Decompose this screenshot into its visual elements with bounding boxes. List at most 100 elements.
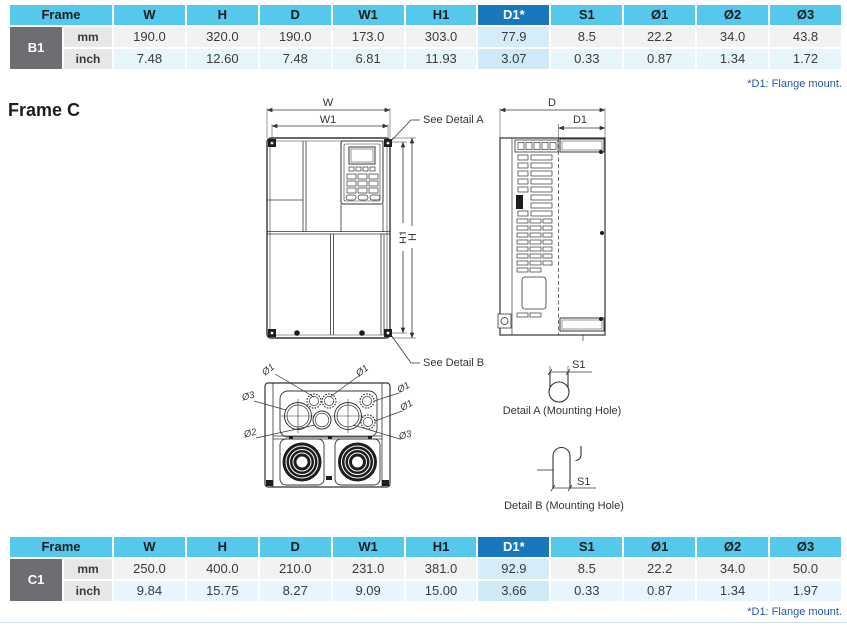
- column-header-w: W: [114, 5, 185, 25]
- column-header-s1: S1: [551, 537, 623, 557]
- column-header-phi2: Ø2: [697, 537, 769, 557]
- dim-w1: W1: [271, 114, 389, 143]
- value-cell-phi1-mm: 22.2: [624, 559, 696, 579]
- hole-label-phi3: Ø3: [240, 389, 257, 403]
- value-cell-w1-inch: 6.81: [332, 49, 404, 69]
- value-cell-w1-mm: 231.0: [332, 559, 404, 579]
- value-cell-w-inch: 7.48: [114, 49, 185, 69]
- column-header-d1: D1*: [478, 537, 550, 557]
- keypad-screen: [348, 146, 376, 165]
- detail-b-caption: Detail B (Mounting Hole): [504, 500, 624, 512]
- column-header-h1: H1: [405, 5, 477, 25]
- footnote-flange-mount-top: *D1: Flange mount.: [747, 78, 842, 90]
- detail-a-drawing: S1 Detail A (Mounting Hole): [503, 359, 622, 417]
- value-cell-h1-inch: 15.00: [405, 581, 477, 601]
- dim-d1: D1: [558, 114, 606, 131]
- dim-d: D: [499, 97, 606, 138]
- heatsink-vents: [516, 154, 553, 318]
- column-header-d1: D1*: [478, 5, 550, 25]
- value-cell-h-inch: 15.75: [186, 581, 258, 601]
- value-cell-h1-mm: 381.0: [405, 559, 477, 579]
- detail-a-caption: Detail A (Mounting Hole): [503, 405, 622, 417]
- column-header-s1: S1: [551, 5, 623, 25]
- unit-label-mm: mm: [64, 27, 112, 47]
- value-cell-d-inch: 7.48: [259, 49, 331, 69]
- value-cell-w-mm: 190.0: [114, 27, 185, 47]
- column-header-phi2: Ø2: [697, 5, 769, 25]
- detail-b-drawing: S1 Detail B (Mounting Hole): [504, 446, 624, 512]
- value-cell-w-mm: 250.0: [114, 559, 185, 579]
- dim-w: W: [266, 97, 391, 138]
- value-cell-h1-inch: 11.93: [405, 49, 477, 69]
- column-header-d: D: [259, 537, 331, 557]
- value-cell-phi2-mm: 34.0: [697, 559, 769, 579]
- cooling-fans: [279, 438, 381, 486]
- column-header-w1: W1: [332, 537, 404, 557]
- dim-label-s1-a: S1: [572, 359, 585, 371]
- unit-label-inch: inch: [64, 581, 112, 601]
- value-cell-h1-mm: 303.0: [405, 27, 477, 47]
- value-cell-phi2-mm: 34.0: [697, 27, 769, 47]
- value-cell-phi3-inch: 1.72: [770, 49, 841, 69]
- column-header-w: W: [114, 537, 185, 557]
- hole-label-phi3: Ø3: [397, 428, 414, 442]
- value-cell-d1-inch: 3.07: [478, 49, 550, 69]
- dim-label-s1-b: S1: [577, 476, 590, 488]
- column-header-w1: W1: [332, 5, 404, 25]
- value-cell-s1-inch: 0.33: [551, 49, 623, 69]
- value-cell-phi3-mm: 50.0: [770, 559, 841, 579]
- value-cell-s1-mm: 8.5: [551, 559, 623, 579]
- dim-label-w: W: [323, 97, 334, 109]
- value-cell-phi2-inch: 1.34: [697, 49, 769, 69]
- hole-label-phi1: Ø1: [353, 363, 371, 380]
- value-cell-phi1-inch: 0.87: [624, 581, 696, 601]
- front-view-drawing: W W1 H1 H: [266, 97, 484, 369]
- frame-c-dimension-drawing: W W1 H1 H: [240, 97, 624, 512]
- value-cell-d-mm: 190.0: [259, 27, 331, 47]
- value-cell-phi1-mm: 22.2: [624, 27, 696, 47]
- column-header-frame: Frame: [10, 5, 112, 25]
- value-cell-phi2-inch: 1.34: [697, 581, 769, 601]
- hole-label-phi2: Ø2: [242, 426, 259, 440]
- see-detail-a-label: See Detail A: [423, 114, 484, 126]
- column-header-phi1: Ø1: [624, 5, 696, 25]
- dim-h1: H1: [392, 141, 410, 334]
- value-cell-h-mm: 320.0: [186, 27, 258, 47]
- value-cell-d1-mm: 92.9: [478, 559, 550, 579]
- value-cell-w1-mm: 173.0: [332, 27, 404, 47]
- value-cell-d-mm: 210.0: [259, 559, 331, 579]
- column-header-phi3: Ø3: [770, 537, 841, 557]
- value-cell-d1-mm: 77.9: [478, 27, 550, 47]
- hole-leader-lines: [253, 373, 403, 440]
- callout-detail-a: See Detail A: [390, 114, 484, 142]
- column-header-phi1: Ø1: [624, 537, 696, 557]
- value-cell-phi3-inch: 1.97: [770, 581, 841, 601]
- callout-detail-b: See Detail B: [390, 334, 484, 369]
- keypad: [340, 140, 384, 205]
- value-cell-phi1-inch: 0.87: [624, 49, 696, 69]
- footnote-flange-mount-bottom: *D1: Flange mount.: [747, 606, 842, 618]
- column-header-frame: Frame: [10, 537, 112, 557]
- value-cell-w-inch: 9.84: [114, 581, 185, 601]
- bottom-view-drawing: Ø1 Ø1 Ø1 Ø1 Ø3 Ø2 Ø3: [240, 362, 415, 488]
- cable-knockouts: [281, 393, 376, 433]
- hole-label-phi1: Ø1: [259, 362, 277, 379]
- page-divider: [0, 622, 847, 623]
- column-header-h: H: [186, 5, 258, 25]
- frame-c-heading: Frame C: [8, 100, 81, 120]
- value-cell-d-inch: 8.27: [259, 581, 331, 601]
- dim-h: H: [392, 137, 419, 339]
- dim-label-d1: D1: [573, 114, 587, 126]
- frame-label-b1: B1: [10, 27, 62, 69]
- column-header-h: H: [186, 537, 258, 557]
- dim-label-h: H: [407, 233, 419, 241]
- value-cell-s1-mm: 8.5: [551, 27, 623, 47]
- value-cell-h-inch: 12.60: [186, 49, 258, 69]
